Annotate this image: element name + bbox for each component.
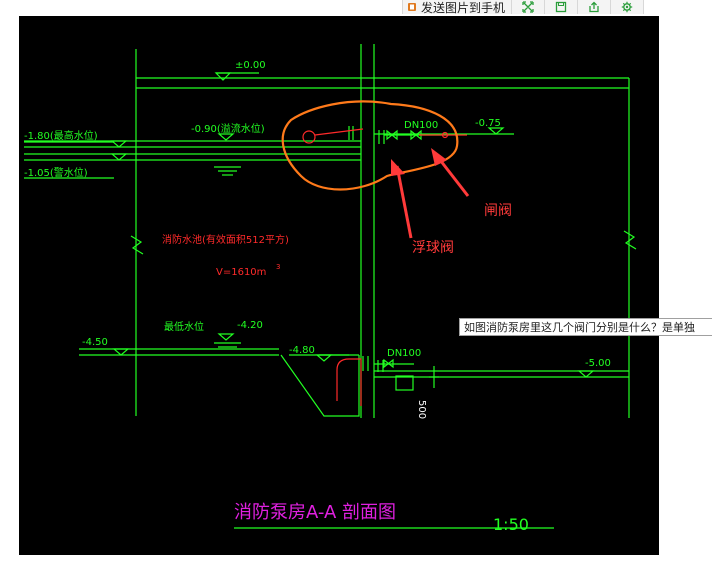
tank-note: 消防水池(有效面积512平方) (162, 233, 289, 246)
send-phone-icon (408, 3, 416, 11)
bottom-level-note: 最低水位 (164, 320, 204, 333)
fullscreen-button[interactable] (512, 0, 546, 14)
elev-left-bottom: -4.50 (82, 337, 108, 348)
pipe-size-upper: DN100 (404, 120, 438, 131)
highlight-loop (281, 100, 459, 191)
pipe-size-lower: DN100 (387, 348, 421, 359)
gate-valve-label: 闸阀 (484, 203, 512, 219)
share-icon (589, 1, 599, 13)
float-valve-label: 浮球阀 (412, 240, 454, 256)
elev-sump: -4.80 (289, 345, 315, 356)
elev-mid-bottom: -4.20 (237, 320, 263, 331)
elev-left-lower: -1.05(警水位) (24, 166, 88, 179)
drawing-scale: 1:50 (493, 515, 529, 534)
section-drawing-svg: ±0.00 -1.80(最高水位) -1.05(警水位) -0.90(溢流水位)… (24, 44, 637, 534)
save-icon (555, 1, 567, 13)
send-to-phone-label: 发送图片到手机 (421, 0, 506, 15)
drawing-title: 消防泵房A-A 剖面图 (234, 502, 396, 523)
image-toolbar: 发送图片到手机 (402, 0, 645, 15)
send-to-phone-button[interactable]: 发送图片到手机 (402, 0, 513, 15)
share-button[interactable] (578, 0, 612, 14)
hover-tooltip: 如图消防泵房里这几个阀门分别是什么？是单独 (459, 318, 712, 336)
tank-volume: V=1610m (216, 267, 266, 278)
vertical-mark: 500 (416, 400, 427, 419)
elev-left-upper: -1.80(最高水位) (24, 129, 98, 142)
elev-mid: -0.90(溢流水位) (191, 122, 265, 135)
tank-volume-sup: 3 (276, 263, 280, 271)
elev-right-top: -0.75 (475, 118, 501, 129)
float-ball (302, 130, 316, 144)
cad-drawing: ±0.00 -1.80(最高水位) -1.05(警水位) -0.90(溢流水位)… (19, 16, 659, 555)
elev-right-bottom: -5.00 (585, 358, 611, 369)
save-button[interactable] (545, 0, 579, 14)
settings-button[interactable] (611, 0, 645, 14)
elev-top: ±0.00 (235, 60, 266, 71)
fullscreen-icon (522, 1, 534, 13)
settings-icon (621, 1, 633, 13)
